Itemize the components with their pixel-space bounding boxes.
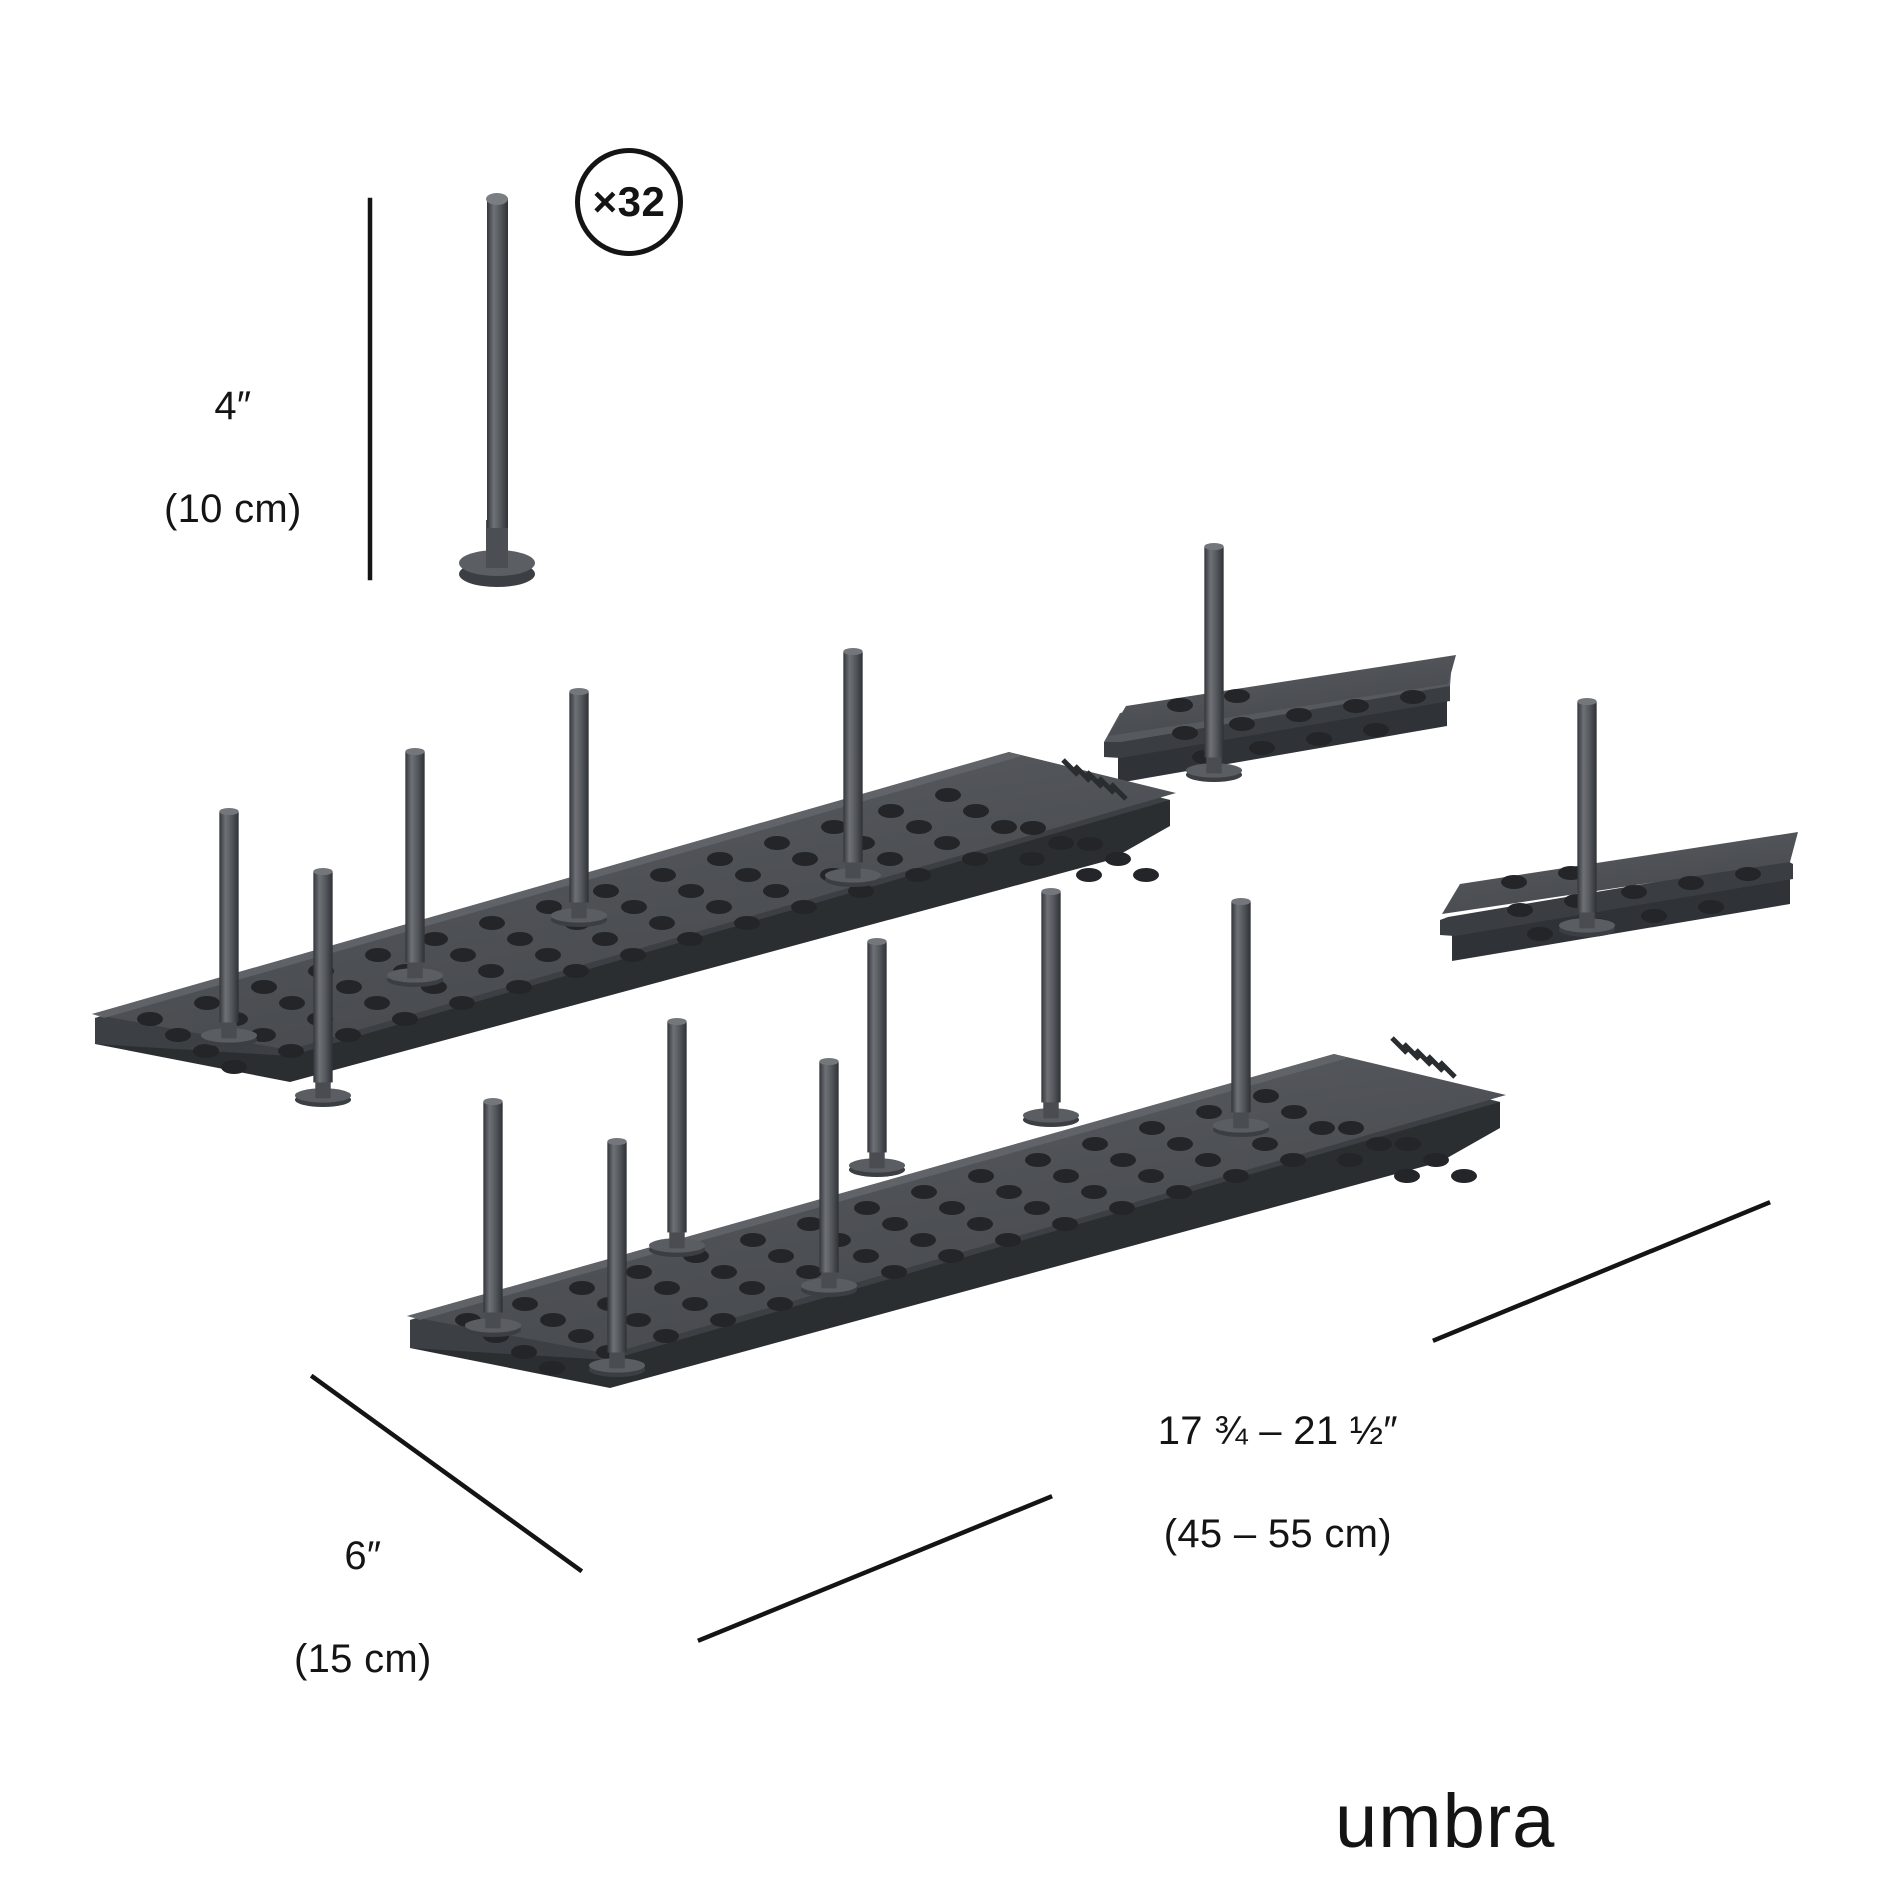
back-arm-holes bbox=[1167, 689, 1426, 764]
width-metric: (45 – 55 cm) bbox=[1163, 1511, 1392, 1556]
depth-dimension: 6″ (15 cm) bbox=[215, 1480, 465, 1736]
peg-height-imperial: 4″ bbox=[214, 384, 252, 429]
brand-logo: umbra bbox=[1335, 1779, 1556, 1864]
depth-metric: (15 cm) bbox=[293, 1636, 432, 1681]
dimension-lines bbox=[309, 197, 1771, 1643]
front-ratchet-teeth bbox=[1390, 1036, 1457, 1079]
sample-peg bbox=[459, 193, 535, 587]
peg-height-dimension: 4″ (10 cm) bbox=[95, 330, 325, 586]
peg-quantity-badge: ×32 bbox=[575, 148, 683, 256]
front-board bbox=[407, 832, 1798, 1388]
peg-height-metric: (10 cm) bbox=[163, 486, 302, 531]
width-imperial: 17 ¾ – 21 ½″ bbox=[1157, 1409, 1398, 1454]
width-dimension: 17 ¾ – 21 ½″ (45 – 55 cm) bbox=[1065, 1355, 1445, 1611]
back-board-holes bbox=[137, 788, 1159, 1074]
back-ratchet-teeth bbox=[1061, 758, 1128, 801]
depth-imperial: 6″ bbox=[344, 1534, 382, 1579]
peg-quantity-label: ×32 bbox=[592, 178, 666, 225]
back-board bbox=[92, 655, 1456, 1082]
front-extension-arm bbox=[1440, 832, 1798, 961]
back-extension-arm bbox=[1104, 655, 1456, 783]
